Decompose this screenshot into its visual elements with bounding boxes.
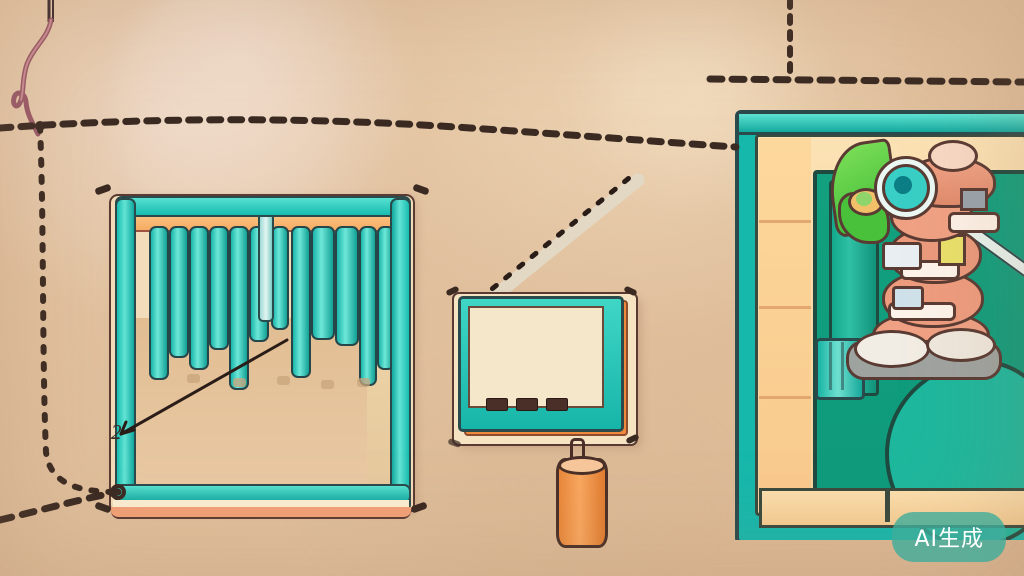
figure-ribbon xyxy=(948,212,1000,233)
figure-bead-inner xyxy=(856,192,872,206)
right-tab-line-1 xyxy=(829,342,832,390)
right-bottom-divider xyxy=(885,488,890,522)
floor-pebble xyxy=(321,380,334,389)
right-enclosure-structure xyxy=(735,110,1024,540)
orange-cylinder-weight xyxy=(556,458,608,548)
figure-eye-pupil xyxy=(894,176,912,194)
base-block xyxy=(546,398,568,411)
base-block xyxy=(516,398,538,411)
figure-patch-upper xyxy=(882,242,922,270)
right-top-rail xyxy=(739,114,1024,135)
left-rack-bottom-cream xyxy=(113,500,409,509)
right-strip-line-1 xyxy=(759,220,811,223)
figure-hat-crown xyxy=(928,140,978,172)
left-rack-structure: 2 xyxy=(94,183,430,519)
floor-pebble xyxy=(357,378,370,387)
weight-hook xyxy=(570,438,585,467)
figure-grey-chip xyxy=(960,188,988,211)
hanging-bar xyxy=(335,226,359,346)
figure-eye-middle xyxy=(882,164,930,212)
ai-generated-watermark: AI生成 xyxy=(892,512,1006,562)
hanging-bar xyxy=(291,226,311,378)
right-cream-strip xyxy=(759,138,811,506)
left-rack-bottom-peach xyxy=(111,507,411,519)
hanging-bar xyxy=(311,226,335,340)
right-tab-line-2 xyxy=(841,342,844,390)
character-figure xyxy=(823,130,1024,430)
figure-shoe-right xyxy=(926,328,996,362)
figure-patch-lower xyxy=(892,286,924,310)
right-strip-line-3 xyxy=(759,396,811,399)
base-block xyxy=(486,398,508,411)
right-strip-line-2 xyxy=(759,306,811,309)
cylinder-top-ellipse xyxy=(558,456,606,475)
